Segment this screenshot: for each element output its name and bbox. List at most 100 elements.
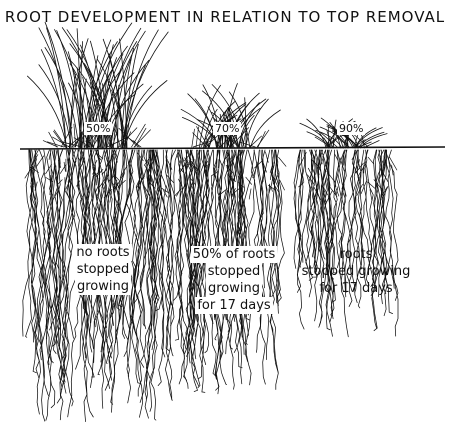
grass-blade <box>219 132 234 148</box>
root-fiber <box>65 179 71 190</box>
root-fiber <box>334 180 337 188</box>
root-fiber <box>271 156 274 168</box>
root-fiber <box>141 167 143 180</box>
root-fiber <box>150 174 154 184</box>
root-fiber <box>315 157 318 171</box>
root-fiber <box>86 166 91 178</box>
caption-line: growing <box>206 280 262 297</box>
root-strand <box>149 149 158 421</box>
root-fiber <box>228 172 232 186</box>
grass-blade <box>109 59 150 149</box>
root-fiber <box>272 182 279 193</box>
grass-blade <box>108 53 124 149</box>
plant-90-percent <box>293 117 399 338</box>
caption-plant-2: 50% of roots stopped growing for 17 days <box>180 246 288 314</box>
grass-blade <box>76 67 85 149</box>
grass-blade <box>353 133 359 148</box>
root-strand <box>29 149 38 343</box>
grass-blade <box>80 132 86 148</box>
root-fiber <box>77 157 81 162</box>
root-fiber <box>225 165 234 174</box>
root-strand <box>59 149 79 421</box>
root-strand <box>367 149 381 272</box>
root-fiber <box>138 177 143 192</box>
root-strand <box>348 149 359 292</box>
root-strand <box>336 149 349 284</box>
root-fiber <box>45 164 52 175</box>
root-strand <box>319 149 329 326</box>
grass-blade <box>73 137 91 148</box>
root-fiber <box>248 188 252 200</box>
grass-blade <box>99 132 103 148</box>
root-fiber <box>149 182 156 190</box>
root-strand <box>336 149 348 293</box>
root-fiber <box>58 159 62 169</box>
root-fiber <box>238 176 241 184</box>
root-fiber <box>227 175 237 182</box>
grass-blade <box>229 127 250 148</box>
root-strand <box>271 149 282 303</box>
root-strand <box>25 149 37 338</box>
grass-blade <box>250 109 281 149</box>
caption-line: growing <box>75 278 131 295</box>
root-fiber <box>369 189 373 202</box>
root-strand <box>183 149 206 393</box>
root-fiber <box>158 175 161 181</box>
root-fiber <box>357 163 367 177</box>
grass-blade <box>333 125 350 148</box>
root-fiber <box>351 150 358 161</box>
root-strand <box>356 149 368 309</box>
root-fiber <box>117 180 126 188</box>
root-strand <box>139 149 151 327</box>
grass-blade <box>326 130 333 148</box>
root-fiber <box>36 155 45 167</box>
grass-blade <box>206 137 210 148</box>
root-fiber <box>113 150 118 163</box>
root-strand <box>344 149 357 298</box>
root-strand <box>329 149 341 320</box>
root-strand <box>324 149 333 323</box>
grass-blade <box>354 139 366 148</box>
caption-line: for 17 days <box>319 281 393 296</box>
root-strand <box>165 149 175 401</box>
percent-label-3: 90% <box>337 122 366 135</box>
root-fiber <box>95 169 104 178</box>
root-strand <box>178 149 193 385</box>
root-fiber <box>334 154 339 161</box>
root-strand <box>271 149 280 298</box>
root-strand <box>340 149 349 338</box>
caption-line: roots <box>339 247 373 262</box>
grass-blade <box>118 127 138 148</box>
root-strand <box>178 149 201 389</box>
root-fiber <box>101 169 107 175</box>
root-fiber <box>317 167 320 176</box>
grass-blade <box>27 75 68 149</box>
root-strand <box>188 149 207 392</box>
root-fiber <box>380 168 389 183</box>
root-fiber <box>136 152 144 162</box>
root-fiber <box>92 166 99 180</box>
root-fiber <box>95 152 102 161</box>
root-fiber <box>231 188 240 196</box>
root-fiber <box>360 179 368 194</box>
root-fiber <box>103 189 112 199</box>
root-fiber <box>367 181 376 189</box>
root-fiber <box>69 181 73 192</box>
root-fiber <box>256 161 259 177</box>
root-fiber <box>274 171 280 182</box>
root-fiber <box>356 184 363 196</box>
root-fiber <box>269 162 274 174</box>
root-strand <box>42 149 57 340</box>
grass-blade <box>87 45 128 149</box>
root-fiber <box>99 176 107 188</box>
root-strand <box>274 149 285 305</box>
root-fiber <box>178 163 181 169</box>
grass-blade <box>42 140 59 148</box>
root-strand <box>260 149 268 310</box>
root-fiber <box>59 164 67 174</box>
plant-50-percent <box>22 21 175 422</box>
grass-blade <box>326 124 354 149</box>
root-strand <box>59 149 74 376</box>
